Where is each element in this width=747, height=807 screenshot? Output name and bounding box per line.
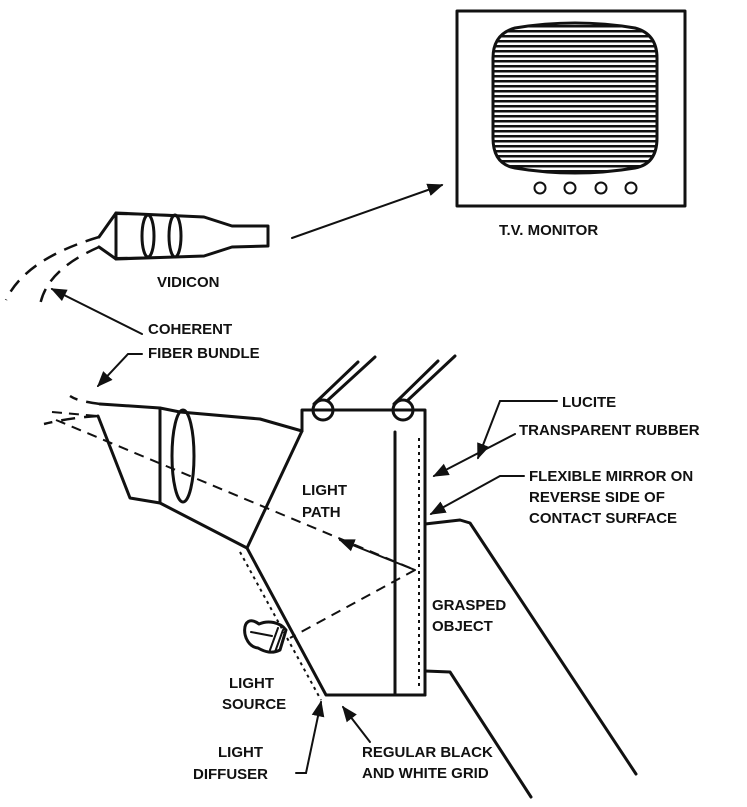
diffuser-arrow — [295, 700, 325, 774]
rubber-label: TRANSPARENT RUBBER — [519, 422, 700, 439]
light-path-label-line2: PATH — [302, 504, 341, 521]
vidicon-label: VIDICON — [157, 274, 220, 291]
fiber-label-line1: COHERENT — [148, 321, 232, 338]
grasped-object — [423, 518, 638, 799]
top-block — [300, 408, 427, 434]
tv-knob-4 — [624, 181, 638, 195]
light-path-label-line1: LIGHT — [302, 482, 347, 499]
mirror-label-line1: FLEXIBLE MIRROR ON — [529, 468, 693, 485]
fiber-bundle-upper-2 — [38, 245, 100, 306]
rubber-arrow — [432, 433, 516, 477]
sensor-assembly — [96, 354, 457, 701]
tv-monitor-label: T.V. MONITOR — [499, 222, 598, 239]
fiber-arrow-lower — [96, 353, 143, 388]
tv-screen — [491, 21, 659, 175]
mirror-label-line3: CONTACT SURFACE — [529, 510, 677, 527]
fiber-bundle-lower-2 — [43, 414, 99, 426]
lucite-label: LUCITE — [562, 394, 616, 411]
light-path-ray-3 — [289, 569, 416, 639]
grasped-label-line1: GRASPED — [432, 597, 506, 614]
light-bulb-icon — [243, 619, 288, 654]
grasped-label-line2: OBJECT — [432, 618, 493, 635]
tv-monitor-icon — [455, 9, 687, 208]
light-source-label-line2: SOURCE — [222, 696, 286, 713]
light-path-ray-2 — [51, 411, 99, 417]
signal-arrow — [291, 183, 444, 239]
roller-right — [391, 398, 415, 422]
lucite-arrow — [477, 400, 558, 460]
light-source-label-line1: LIGHT — [229, 675, 274, 692]
fiber-bundle-lower-1 — [69, 394, 101, 406]
fiber-label-line2: FIBER BUNDLE — [148, 345, 260, 362]
diffuser-label-line1: LIGHT — [218, 744, 263, 761]
mirror-label-line2: REVERSE SIDE OF — [529, 489, 665, 506]
diffuser-label-line2: DIFFUSER — [193, 766, 268, 783]
grid-label-line2: AND WHITE GRID — [362, 765, 489, 782]
roller-left — [311, 398, 335, 422]
fiber-arrow-upper — [50, 288, 143, 335]
mirror-arrow — [429, 475, 525, 515]
grid-arrow — [342, 705, 371, 743]
fiber-bundle-upper-1 — [4, 235, 100, 301]
light-path-arrowhead — [338, 539, 416, 571]
grid-label-line1: REGULAR BLACK — [362, 744, 493, 761]
tube-lens — [170, 408, 196, 504]
tv-knob-1 — [533, 181, 547, 195]
tv-knob-3 — [594, 181, 608, 195]
tv-knob-2 — [563, 181, 577, 195]
vidicon-tube-icon — [97, 211, 270, 261]
